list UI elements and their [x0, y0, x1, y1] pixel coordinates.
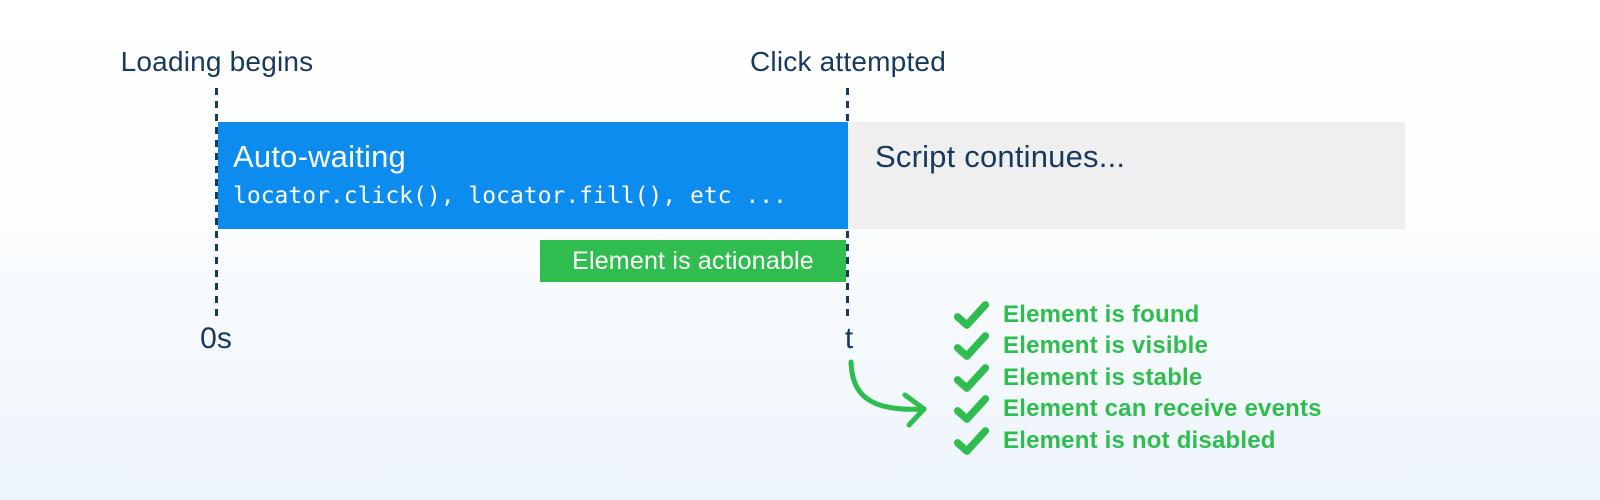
- marker-label-loading-begins: Loading begins: [120, 46, 314, 77]
- check-icon: [953, 363, 990, 392]
- actionability-checklist: Element is found Element is visible Elem…: [953, 299, 1322, 457]
- checklist-item: Element can receive events: [953, 394, 1322, 426]
- auto-waiting-title: Auto-waiting: [233, 139, 406, 174]
- check-icon: [953, 395, 990, 424]
- curved-arrow-icon: [848, 359, 927, 428]
- axis-label-t: t: [844, 322, 854, 355]
- check-icon: [953, 332, 990, 361]
- dashed-marker-line-start: [215, 88, 218, 321]
- script-continues-bar: Script continues...: [848, 122, 1405, 229]
- checklist-item-label: Element is found: [1003, 300, 1200, 328]
- axis-label-0s: 0s: [200, 322, 232, 355]
- check-icon: [953, 426, 990, 455]
- check-icon: [953, 300, 990, 329]
- checklist-item: Element is visible: [953, 331, 1322, 363]
- checklist-item-label: Element is visible: [1003, 332, 1209, 360]
- checklist-item-label: Element is not disabled: [1003, 426, 1276, 454]
- checklist-item: Element is found: [953, 299, 1322, 331]
- checklist-item-label: Element is stable: [1003, 363, 1203, 391]
- auto-waiting-bar: Auto-waiting locator.click(), locator.fi…: [218, 122, 848, 229]
- checklist-item: Element is stable: [953, 362, 1322, 394]
- auto-waiting-code: locator.click(), locator.fill(), etc ...: [233, 183, 787, 210]
- checklist-item: Element is not disabled: [953, 425, 1322, 457]
- script-continues-title: Script continues...: [875, 139, 1126, 174]
- actionable-badge: Element is actionable: [540, 240, 846, 282]
- checklist-item-label: Element can receive events: [1003, 395, 1322, 423]
- marker-label-click-attempted: Click attempted: [750, 46, 946, 77]
